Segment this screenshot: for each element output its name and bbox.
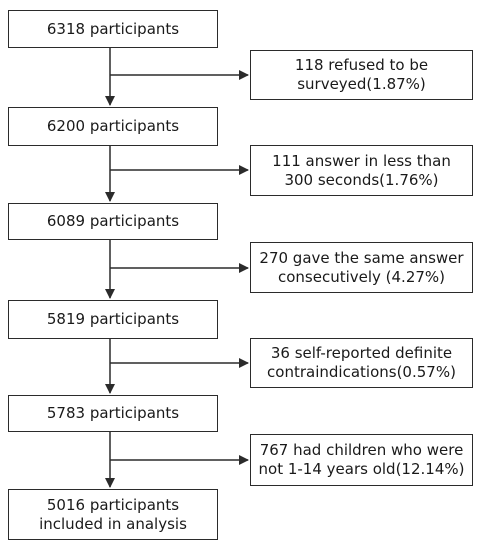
step-box-2: 6200 participants (8, 107, 218, 146)
step-label: 5819 participants (46, 310, 180, 328)
exclusion-box-1: 118 refused to be surveyed(1.87%) (250, 50, 473, 100)
step-label: 6089 participants (46, 212, 180, 230)
exclusion-box-2: 111 answer in less than 300 seconds(1.76… (250, 145, 473, 196)
step-label: 6318 participants (46, 19, 180, 38)
step-box-3: 6089 participants (8, 203, 218, 240)
exclusion-label: 111 answer in less than 300 seconds(1.76… (272, 151, 451, 189)
exclusion-box-3: 270 gave the same answer consecutively (… (250, 242, 473, 293)
step-label: 5783 participants (46, 404, 180, 422)
step-box-5: 5783 participants (8, 395, 218, 432)
step-box-1: 6318 participants (8, 10, 218, 48)
exclusion-box-4: 36 self-reported definite contraindicati… (250, 338, 473, 388)
step-box-final: 5016 participants included in analysis (8, 489, 218, 540)
step-box-4: 5819 participants (8, 300, 218, 339)
exclusion-label: 767 had children who were not 1-14 years… (258, 441, 465, 478)
step-label: 5016 participants included in analysis (39, 495, 187, 533)
exclusion-box-5: 767 had children who were not 1-14 years… (250, 434, 473, 486)
exclusion-label: 270 gave the same answer consecutively (… (259, 248, 464, 286)
step-label: 6200 participants (46, 117, 180, 135)
exclusion-label: 118 refused to be surveyed(1.87%) (294, 56, 429, 93)
exclusion-label: 36 self-reported definite contraindicati… (267, 344, 456, 381)
